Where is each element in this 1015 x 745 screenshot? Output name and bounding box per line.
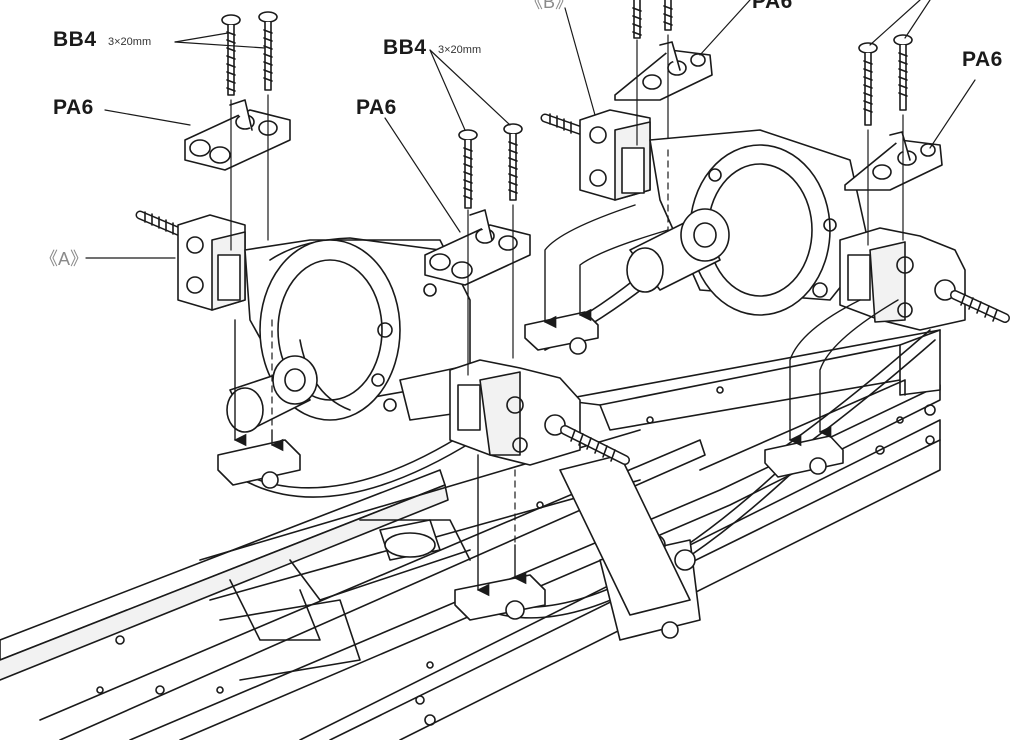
pa6-bracket-4 <box>844 131 943 191</box>
pa6-label-3: PA6 <box>752 0 793 13</box>
screw-icon <box>221 0 913 209</box>
pa6-bracket-1 <box>184 99 291 171</box>
bb4-label-2: BB4 <box>383 36 427 59</box>
assembly-guides <box>230 34 904 546</box>
arrow-down-icon <box>233 204 899 597</box>
subassembly-b-label: 《B》 <box>525 0 574 12</box>
spring-hanger-b-rear <box>524 311 599 355</box>
leader-lines <box>85 0 976 259</box>
pa6-label-1: PA6 <box>53 96 94 119</box>
pa6-bracket-3 <box>614 41 713 101</box>
bb4-size-label-1: 3×20mm <box>108 36 152 48</box>
spring-hanger-b-front <box>764 435 844 478</box>
axle-assembly-a <box>135 210 630 466</box>
bb4-label-1: BB4 <box>53 28 97 51</box>
subassembly-a-label: 《A》 <box>40 249 89 269</box>
chassis-bracket <box>379 454 691 616</box>
axle-assembly-b <box>540 109 1010 331</box>
pa6-label-4: PA6 <box>962 48 1003 71</box>
bb4-size-label-2: 3×20mm <box>438 44 482 56</box>
pa6-label-2: PA6 <box>356 96 397 119</box>
pa6-bracket-2 <box>424 209 531 286</box>
spring-hanger-a-front <box>454 574 546 621</box>
